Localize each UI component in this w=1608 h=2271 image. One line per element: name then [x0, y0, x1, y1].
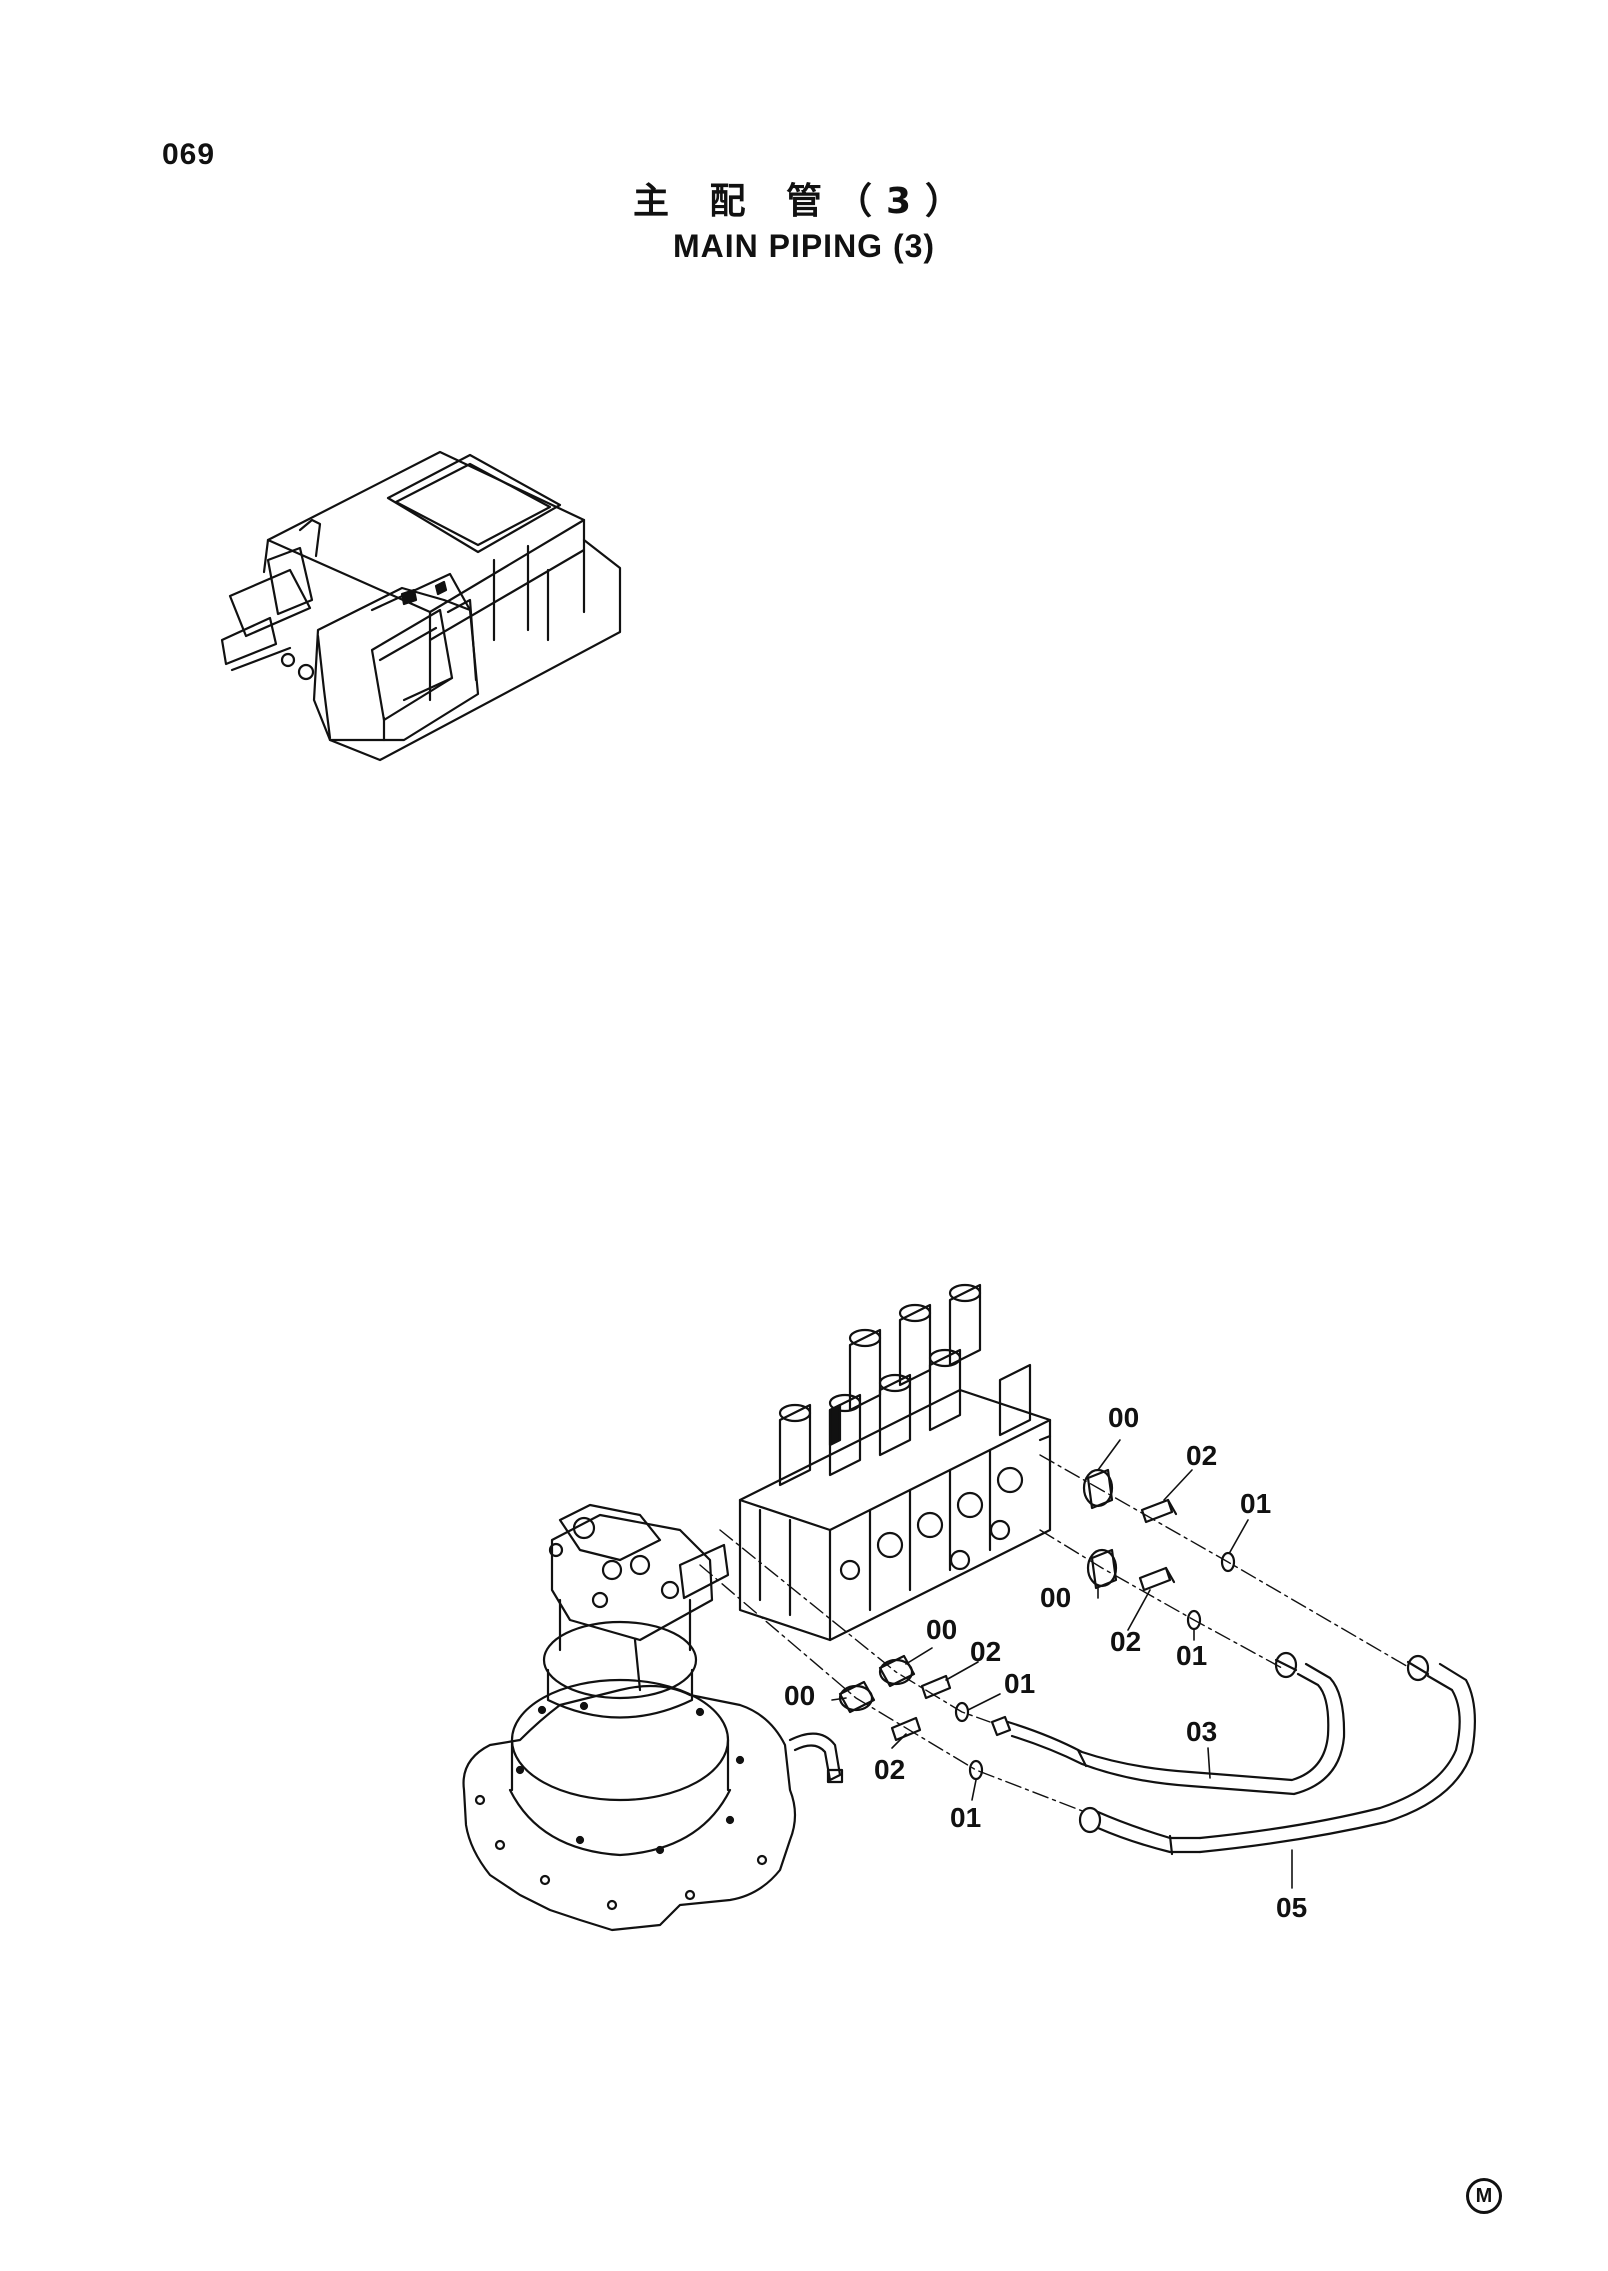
callout-02: 02	[1110, 1626, 1142, 1657]
callout-00: 00	[1040, 1582, 1072, 1613]
callout-01: 01	[1004, 1668, 1036, 1699]
leader-lines	[831, 1439, 1293, 1889]
callout-00: 00	[784, 1680, 816, 1711]
upper-flange-set	[1082, 1468, 1236, 1573]
hose-05-drawing	[1078, 1654, 1476, 1856]
machine-location-drawing	[220, 450, 622, 762]
callout-01: 01	[950, 1802, 982, 1833]
lower-flange-set	[1086, 1548, 1202, 1631]
page-title-english: MAIN PIPING (3)	[672, 228, 936, 264]
callout-03: 03	[1186, 1716, 1218, 1747]
callout-01: 01	[1240, 1488, 1272, 1519]
callout-02: 02	[874, 1754, 906, 1785]
assembly-center-lines	[699, 1454, 1411, 1813]
callout-02: 02	[1186, 1440, 1218, 1471]
callout-00: 00	[1108, 1402, 1140, 1433]
hose-03-drawing	[990, 1651, 1346, 1796]
callout-01: 01	[1176, 1640, 1208, 1671]
callout-05: 05	[1276, 1892, 1308, 1923]
motor-flange-set	[838, 1654, 984, 1781]
page-number: 069	[162, 138, 216, 171]
callout-00: 00	[926, 1614, 958, 1645]
page-title-japanese: 主 配 管（3）	[632, 181, 976, 222]
control-valve-drawing	[738, 1283, 1052, 1642]
callout-02: 02	[970, 1636, 1002, 1667]
swing-motor-drawing	[462, 1503, 844, 1932]
circled-m-mark: M	[1466, 2178, 1502, 2214]
